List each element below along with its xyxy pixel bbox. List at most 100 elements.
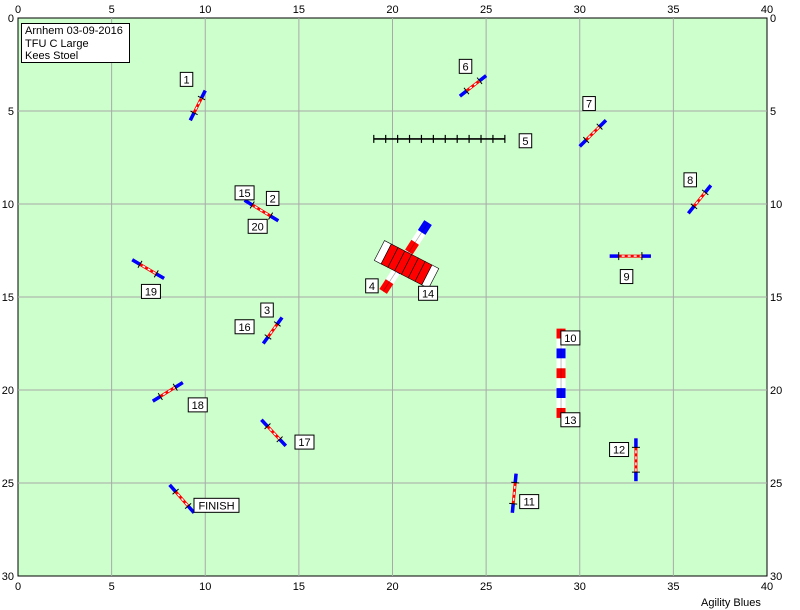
x-tick-bottom: 40	[761, 581, 773, 593]
number-box	[560, 412, 581, 428]
class-name: TFU C Large	[25, 37, 89, 50]
number-text: 4	[369, 281, 375, 293]
y-tick-right: 10	[770, 199, 782, 211]
number-box	[458, 58, 473, 74]
number-text: 1	[183, 74, 189, 86]
y-tick-right: 20	[770, 385, 782, 397]
jump-wing	[703, 184, 713, 194]
tunnel	[373, 240, 440, 289]
jump-wing-tick	[197, 95, 206, 101]
number-label: 18	[187, 397, 208, 413]
x-tick-top: 30	[574, 4, 586, 16]
jump-wing-tick	[268, 212, 274, 220]
dogwalk-segment	[379, 279, 394, 294]
number-box	[187, 397, 208, 413]
number-label: 13	[560, 412, 581, 428]
number-label: 6	[458, 58, 473, 74]
number-box	[418, 285, 439, 301]
jump-wing	[260, 418, 269, 428]
number-label: 14	[418, 285, 439, 301]
jump-wing-tick	[264, 423, 271, 430]
jump	[151, 381, 184, 403]
jump-wing-tick	[463, 87, 470, 95]
y-tick-left: 0	[8, 13, 14, 25]
y-tick-right: 15	[770, 292, 782, 304]
number-label: 5	[518, 133, 533, 149]
number-box	[234, 319, 255, 335]
number-label: 20	[247, 218, 268, 234]
y-tick-left: 15	[2, 292, 14, 304]
number-text: 19	[145, 286, 157, 298]
number-label: 11	[519, 494, 540, 510]
number-box	[619, 269, 634, 285]
x-tick-bottom: 5	[109, 581, 115, 593]
number-box	[247, 218, 268, 234]
jump	[509, 473, 520, 513]
number-label: 9	[619, 269, 634, 285]
credit-label: Agility Blues	[701, 597, 761, 609]
jump-wing	[269, 214, 280, 223]
x-tick-top: 15	[293, 4, 305, 16]
x-tick-top: 10	[199, 4, 211, 16]
y-tick-left: 25	[2, 478, 14, 490]
number-text: 15	[238, 188, 250, 200]
jump-wing-tick	[476, 77, 483, 85]
jump	[260, 418, 288, 447]
dogwalk-segment	[385, 269, 400, 285]
dogwalk-segment	[417, 220, 432, 235]
x-tick-bottom: 15	[293, 581, 305, 593]
number-box	[294, 434, 315, 450]
number-box	[260, 302, 274, 318]
number-box	[582, 96, 596, 112]
jump-wing	[131, 258, 141, 266]
x-tick-top: 25	[480, 4, 492, 16]
jump	[578, 119, 608, 148]
number-label: 15	[234, 185, 255, 201]
jump-wing	[510, 503, 515, 513]
number-box	[518, 133, 533, 149]
jump-wing	[188, 112, 196, 122]
jump-wing-tick	[690, 203, 698, 210]
x-tick-top: 35	[667, 4, 679, 16]
jump-wing-tick	[276, 436, 283, 443]
jump-wing-tick	[249, 201, 255, 209]
y-tick-right: 25	[770, 478, 782, 490]
number-text: 5	[522, 136, 528, 148]
jump-wing	[151, 395, 162, 403]
number-label: 7	[582, 96, 596, 112]
number-box	[140, 283, 161, 299]
jump	[188, 89, 207, 122]
number-box	[179, 71, 194, 87]
number-text: 20	[252, 221, 264, 233]
jump-wing-tick	[582, 136, 590, 144]
jump-wing	[578, 138, 588, 148]
number-box	[519, 494, 540, 510]
jump-wing	[174, 381, 184, 389]
jump-wing	[275, 316, 284, 325]
jump-wing-tick	[511, 481, 520, 484]
jump	[243, 198, 280, 223]
jump	[131, 258, 165, 280]
number-text: 11	[523, 497, 534, 509]
y-tick-left: 5	[8, 106, 14, 118]
jump-wing	[458, 89, 468, 98]
x-tick-bottom: 25	[480, 581, 492, 593]
jump-wing-tick	[172, 383, 178, 391]
number-label: 10	[560, 330, 581, 346]
number-text: 18	[192, 400, 204, 412]
x-tick-bottom: 10	[199, 581, 211, 593]
number-text: 9	[624, 272, 630, 284]
number-label: 8	[683, 172, 697, 188]
jump	[686, 184, 713, 215]
jump	[168, 483, 196, 514]
jump-wing-tick	[596, 123, 603, 130]
jump-wing-tick	[264, 334, 272, 340]
number-label: 4	[365, 278, 379, 294]
number-text: 16	[238, 322, 250, 334]
jump	[458, 74, 488, 98]
y-tick-right: 5	[770, 106, 776, 118]
jump-wing	[598, 119, 608, 128]
weave-poles	[373, 134, 506, 143]
y-tick-left: 10	[2, 199, 14, 211]
number-label: 17	[294, 434, 315, 450]
